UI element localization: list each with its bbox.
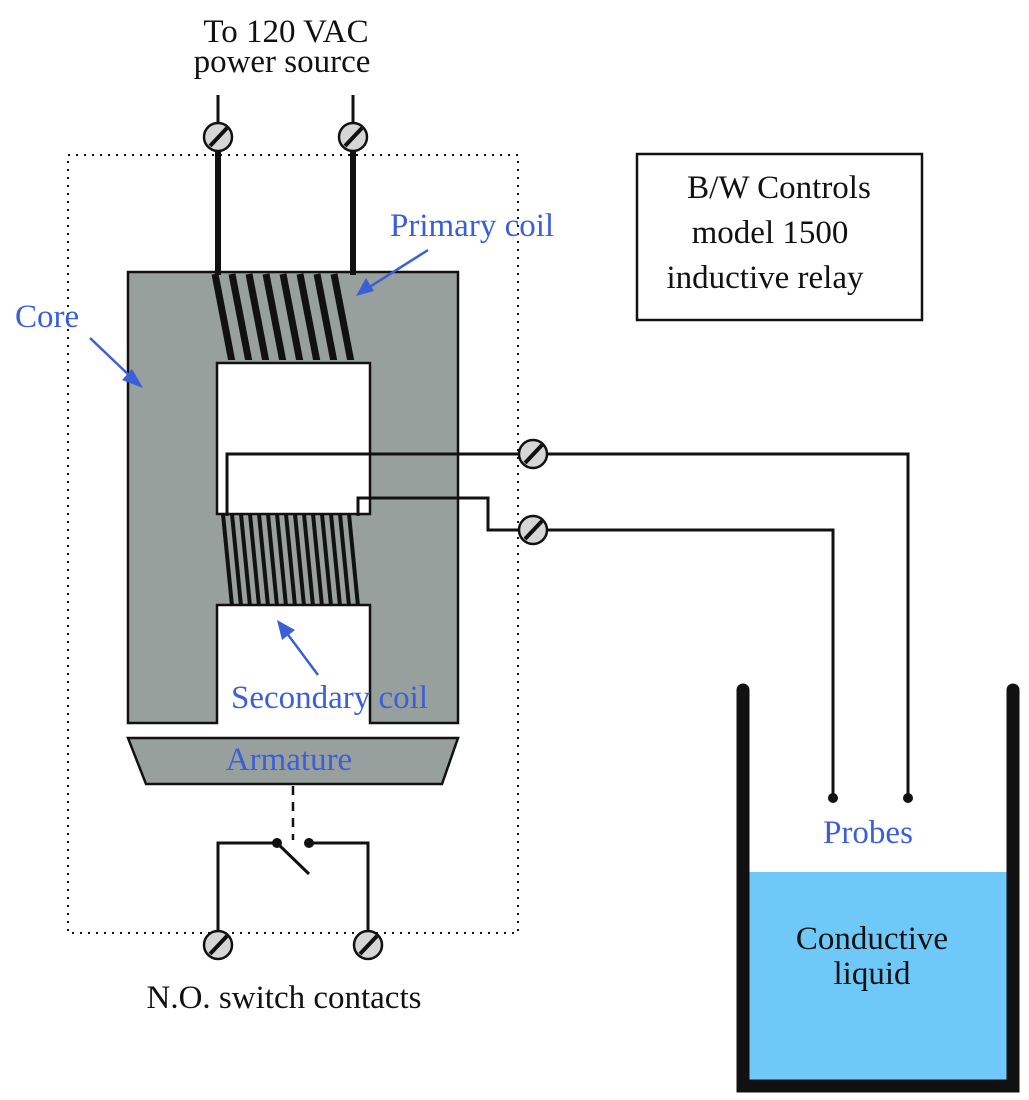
secondary-lead-lower xyxy=(356,496,518,532)
switch-contact-right xyxy=(304,838,314,848)
terminal-power-right xyxy=(337,121,369,153)
terminal-probe-lower xyxy=(517,514,549,546)
armature-label: Armature xyxy=(226,742,352,778)
secondary-lead-upper xyxy=(225,452,518,516)
secondary-coil-pointer-arrow xyxy=(277,620,320,676)
probe-wire-right xyxy=(548,452,910,798)
liquid-container xyxy=(736,683,1020,1093)
model-title-line1: B/W Controls xyxy=(687,170,871,206)
switch-contacts-label: N.O. switch contacts xyxy=(147,980,422,1016)
probe-tip-right xyxy=(903,793,913,803)
probes-label: Probes xyxy=(823,815,913,851)
primary-coil xyxy=(211,273,355,360)
terminal-probe-upper xyxy=(517,438,549,470)
terminal-switch-left xyxy=(202,929,234,961)
primary-coil-label: Primary coil xyxy=(390,208,554,244)
core-pointer-arrow xyxy=(89,337,143,388)
switch-lead-left xyxy=(216,841,277,930)
primary-coil-pointer-arrow xyxy=(356,248,429,296)
power-source-label-line1: To 120 VAC xyxy=(203,14,368,50)
conductive-liquid-label-line1: Conductive xyxy=(796,921,948,957)
power-source-label-line2: power source xyxy=(194,44,371,80)
conductive-liquid xyxy=(744,872,1012,1086)
relay-core xyxy=(126,270,460,725)
armature xyxy=(126,736,460,786)
no-switch xyxy=(216,838,370,930)
relay-enclosure-outline xyxy=(67,154,519,934)
switch-lead-right xyxy=(309,841,370,930)
switch-blade xyxy=(275,841,311,876)
model-title-line3: inductive relay xyxy=(666,260,864,296)
secondary-coil xyxy=(221,514,360,606)
model-title-box xyxy=(635,152,924,322)
core-label: Core xyxy=(15,299,79,335)
secondary-coil-label: Secondary coil xyxy=(231,680,428,716)
probe-tip-left xyxy=(828,793,838,803)
terminal-power-left xyxy=(202,121,234,153)
terminal-switch-right xyxy=(352,929,384,961)
model-title-line2: model 1500 xyxy=(692,215,849,251)
conductive-liquid-label-line2: liquid xyxy=(833,956,911,992)
probe-wire-left xyxy=(548,528,835,798)
